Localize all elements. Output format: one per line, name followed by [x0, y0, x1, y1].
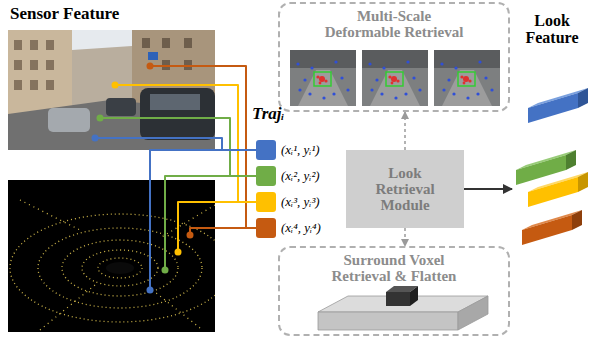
trajectory-swatch — [256, 166, 276, 186]
trajectory-wires — [95, 66, 256, 290]
trajectory-point: (xᵢ¹, yᵢ¹) — [256, 140, 320, 160]
node-label: (xᵢ², yᵢ²) — [281, 168, 320, 184]
trajectory-point: (xᵢ⁴, yᵢ⁴) — [256, 218, 321, 238]
connector — [404, 228, 406, 246]
node-label: (xᵢ³, yᵢ³) — [281, 194, 320, 210]
feature-bars — [516, 88, 588, 245]
retrieval-snapshots — [290, 50, 500, 106]
output-feature: Look Feature — [512, 8, 592, 253]
connector — [464, 188, 512, 190]
trajectory-label: Trajᵢ — [252, 104, 284, 124]
node-label: Look Retrieval Module — [365, 165, 445, 213]
retrieval-panel: Multi-Scale Deformable Retrieval — [278, 2, 510, 112]
camera-image — [8, 30, 215, 150]
node-label: Look Feature — [512, 12, 592, 46]
connector — [404, 112, 406, 150]
trajectory-point: (xᵢ², yᵢ²) — [256, 166, 320, 186]
voxel-grid — [318, 286, 488, 330]
figure-heading: Sensor Feature — [10, 4, 119, 24]
node-label: Surround Voxel Retrieval & Flatten — [320, 252, 468, 284]
trajectory-point: (xᵢ³, yᵢ³) — [256, 192, 320, 212]
retrieval-panel: Surround Voxel Retrieval & Flatten — [278, 246, 510, 336]
process-box: Look Retrieval Module — [346, 150, 464, 228]
node-label: (xᵢ⁴, yᵢ⁴) — [281, 220, 321, 236]
node-label: (xᵢ¹, yᵢ¹) — [281, 142, 320, 158]
trajectory-swatch — [256, 218, 276, 238]
trajectory-swatch — [256, 140, 276, 160]
node-label: Multi-Scale Deformable Retrieval — [320, 8, 468, 40]
sample-points — [92, 63, 194, 294]
trajectory-swatch — [256, 192, 276, 212]
